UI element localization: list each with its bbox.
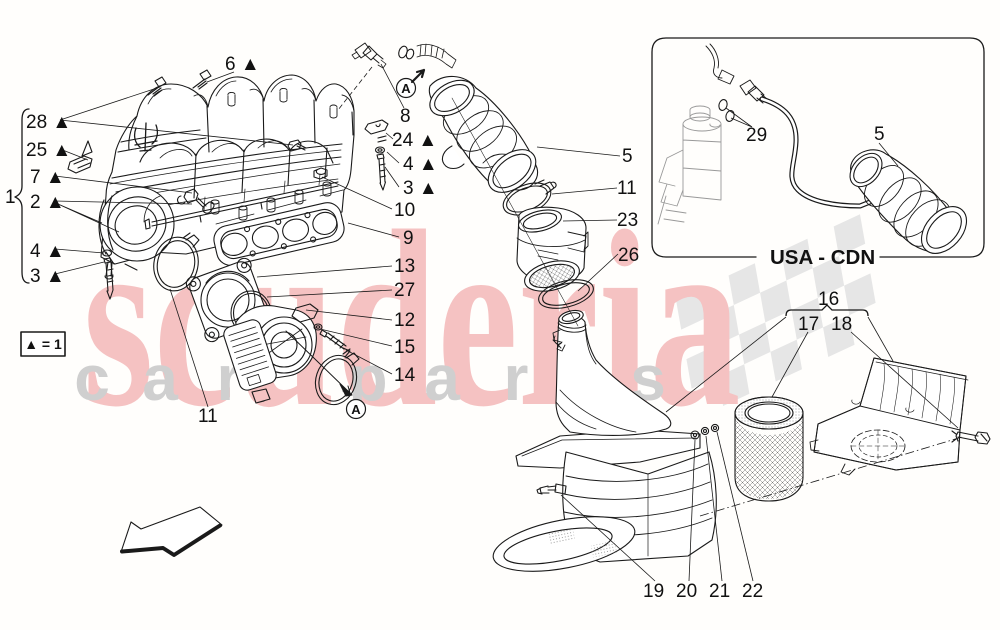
svg-text:a: a: [142, 342, 178, 414]
svg-text:a: a: [424, 342, 460, 414]
svg-text:15: 15: [394, 337, 415, 358]
svg-text:17: 17: [798, 314, 819, 335]
svg-text:5: 5: [622, 146, 633, 167]
svg-text:1: 1: [5, 187, 16, 208]
svg-text:14: 14: [394, 365, 416, 386]
svg-text:9: 9: [403, 228, 414, 249]
svg-text:26: 26: [618, 245, 639, 266]
svg-text:A: A: [401, 81, 411, 96]
svg-text:18: 18: [831, 314, 852, 335]
svg-text:25 ▲: 25 ▲: [26, 140, 71, 161]
svg-text:3 ▲: 3 ▲: [403, 178, 438, 199]
svg-text:USA - CDN: USA - CDN: [770, 246, 875, 269]
svg-text:10: 10: [394, 200, 415, 221]
svg-text:13: 13: [394, 256, 415, 277]
svg-text:28 ▲: 28 ▲: [26, 112, 71, 133]
svg-text:▲ = 1: ▲ = 1: [24, 336, 62, 352]
svg-text:27: 27: [394, 280, 415, 301]
svg-text:2 ▲: 2 ▲: [30, 192, 65, 213]
svg-text:r: r: [504, 342, 529, 414]
svg-text:21: 21: [709, 581, 730, 602]
svg-text:3 ▲: 3 ▲: [30, 266, 65, 287]
svg-text:8: 8: [400, 106, 411, 127]
svg-text:c: c: [74, 342, 110, 414]
svg-text:11: 11: [198, 406, 218, 427]
svg-text:19: 19: [643, 581, 664, 602]
svg-text:12: 12: [394, 310, 415, 331]
svg-text:5: 5: [874, 124, 885, 145]
svg-text:11: 11: [617, 178, 637, 199]
svg-text:24 ▲: 24 ▲: [392, 130, 437, 151]
svg-text:22: 22: [742, 581, 763, 602]
svg-text:A: A: [351, 402, 361, 417]
svg-text:7 ▲: 7 ▲: [30, 167, 65, 188]
svg-text:16: 16: [818, 289, 839, 310]
svg-text:4 ▲: 4 ▲: [403, 154, 438, 175]
svg-text:29: 29: [746, 125, 767, 146]
svg-text:4 ▲: 4 ▲: [30, 241, 65, 262]
svg-text:20: 20: [676, 581, 697, 602]
svg-text:6 ▲: 6 ▲: [225, 54, 260, 75]
svg-text:23: 23: [617, 210, 638, 231]
